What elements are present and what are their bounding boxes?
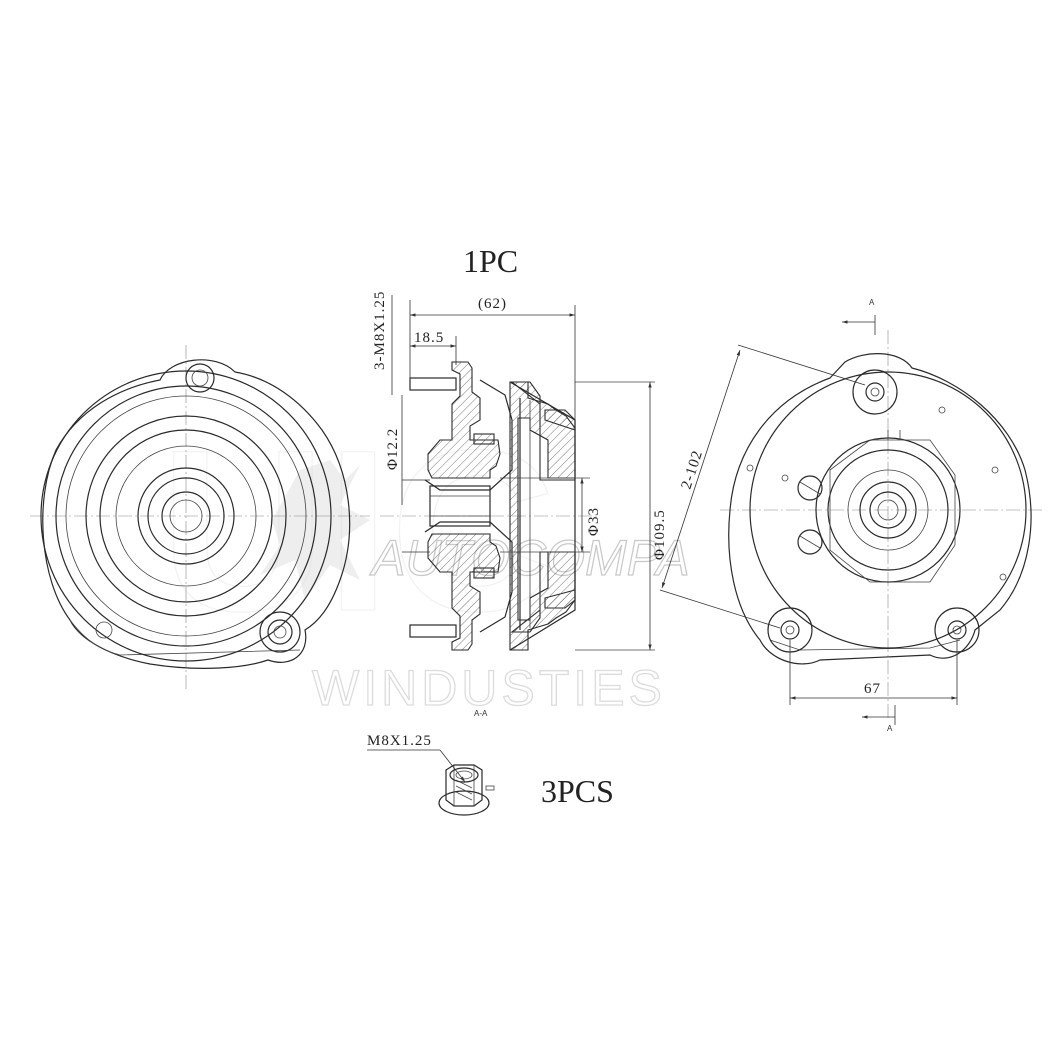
- section-marker-bottom: A: [887, 724, 893, 733]
- dim-bolt-spacing-horizontal: 67: [864, 681, 881, 697]
- dim-bolt-spacing: 2-102: [679, 448, 707, 491]
- right-dimensions: 2-102 67 A A: [659, 298, 958, 733]
- quantity-label: 3PCS: [541, 773, 614, 809]
- section-view-label: A-A: [474, 709, 488, 718]
- right-bottom-view: [720, 330, 1045, 720]
- title: 1PC: [463, 243, 518, 279]
- middle-section-view: [380, 361, 655, 651]
- dim-offset: 18.5: [414, 330, 444, 346]
- dim-overall-width: (62): [478, 296, 507, 312]
- watermark-line2: WINDUSTIES: [312, 660, 666, 716]
- dim-outer-dia: Φ109.5: [652, 509, 668, 560]
- dim-bore-dia: Φ33: [586, 507, 602, 536]
- section-marker-top: A: [869, 298, 875, 307]
- nut-detail: M8X1.25 3PCS: [367, 733, 614, 816]
- left-top-view: [30, 345, 370, 690]
- dim-thread: 3-M8X1.25: [372, 291, 388, 370]
- dim-stud-dia: Φ12.2: [385, 428, 401, 470]
- nut-label: M8X1.25: [367, 733, 432, 749]
- watermark-line1: AUTOCOMPA: [369, 530, 690, 586]
